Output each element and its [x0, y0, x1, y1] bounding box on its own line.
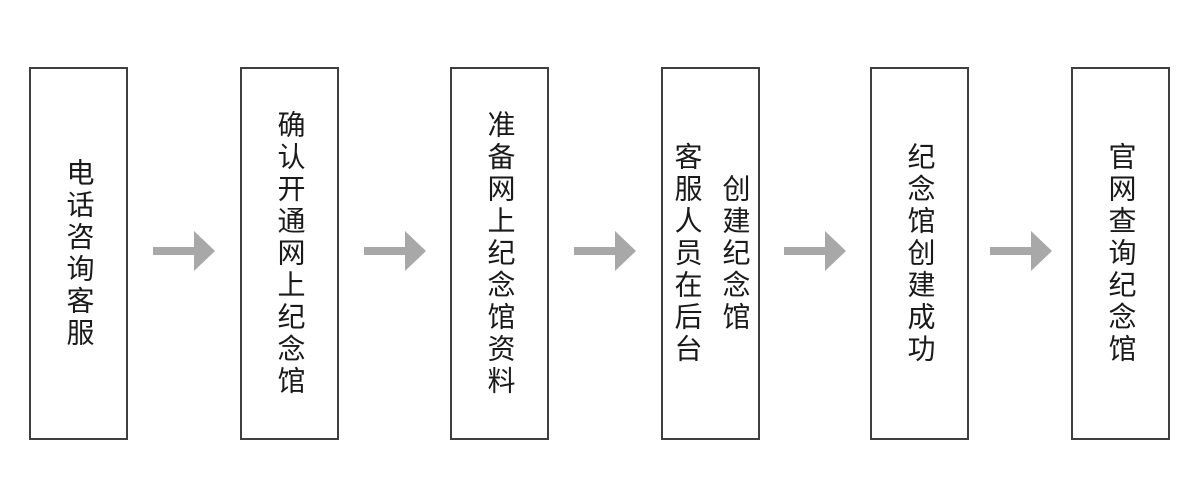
right-arrow-icon [574, 231, 636, 271]
flow-step-backend-create: 客服人员在后台 创建纪念馆 [661, 67, 760, 440]
flow-step-label: 纪念馆创建成功 [904, 141, 936, 366]
flow-step-label: 官网查询纪念馆 [1105, 141, 1137, 366]
flow-step-create-success: 纪念馆创建成功 [870, 67, 969, 440]
flow-step-official-site-query: 官网查询纪念馆 [1071, 67, 1170, 440]
flow-step-prepare-materials: 准备网上纪念馆资料 [450, 67, 549, 440]
right-arrow-icon [990, 231, 1052, 271]
flow-step-label: 电话咨询客服 [63, 157, 95, 350]
flow-step-phone-consult: 电话咨询客服 [29, 67, 128, 440]
right-arrow-icon [364, 231, 426, 271]
flow-step-confirm-open: 确认开通网上纪念馆 [240, 67, 339, 440]
flow-step-label: 客服人员在后台 创建纪念馆 [671, 141, 751, 366]
flow-step-label: 确认开通网上纪念馆 [274, 109, 306, 398]
right-arrow-icon [784, 231, 846, 271]
flow-step-label: 准备网上纪念馆资料 [484, 109, 516, 398]
right-arrow-icon [153, 231, 215, 271]
